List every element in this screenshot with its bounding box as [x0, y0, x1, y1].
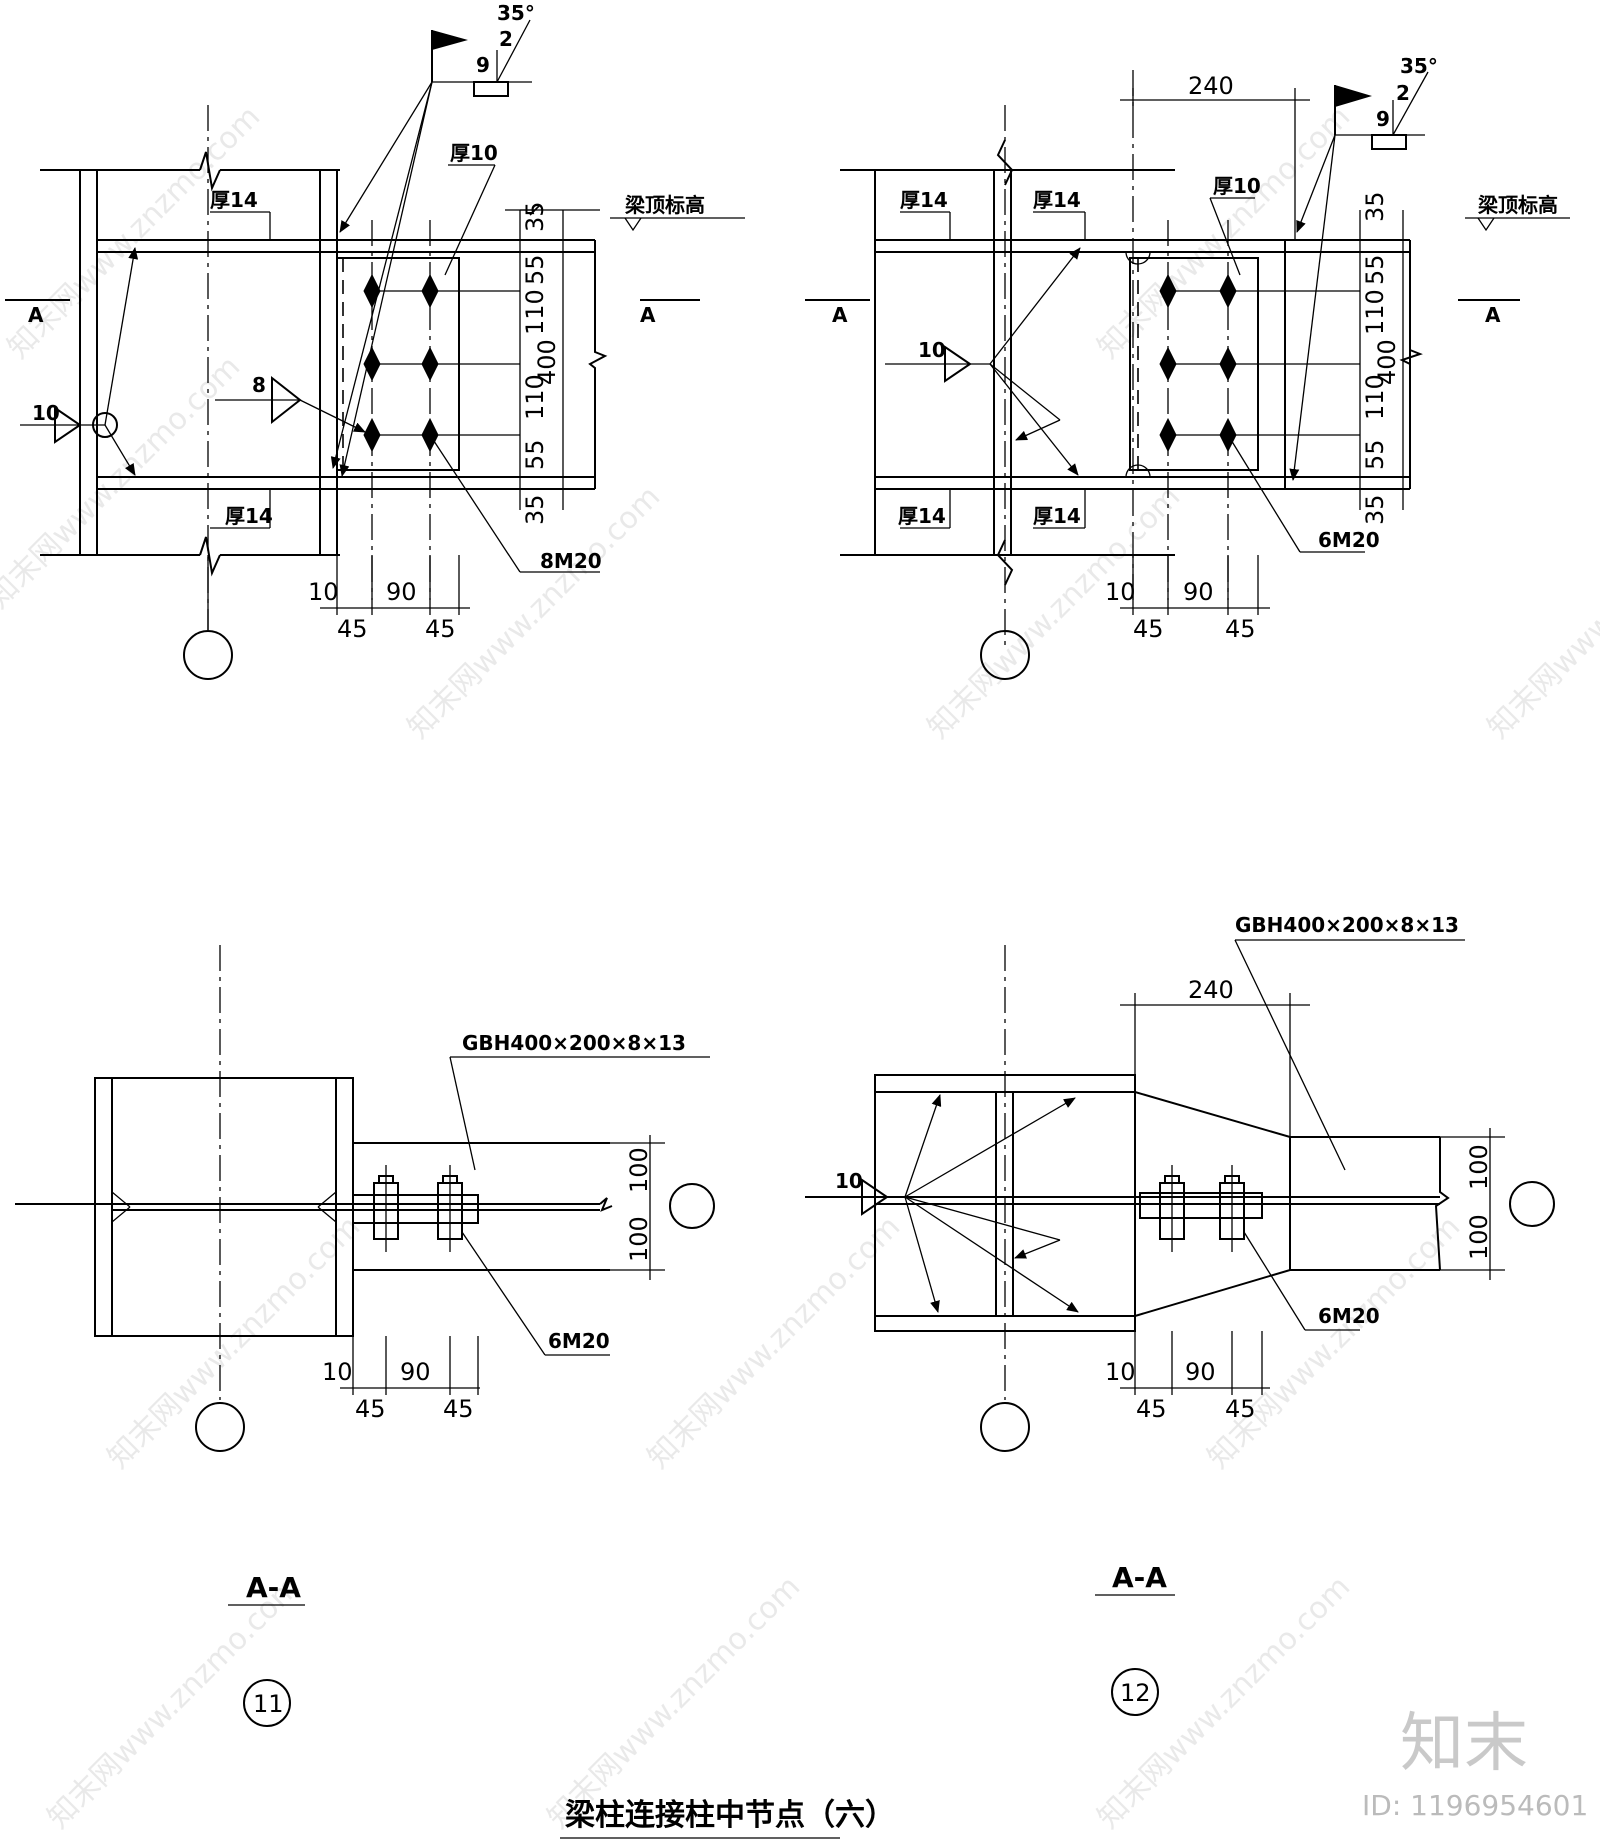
- weld-flag-size: 9: [476, 53, 490, 77]
- bolt-spec-label: 6M20: [548, 1329, 610, 1353]
- beam-top-elevation-label: 梁顶标高: [1477, 193, 1558, 217]
- dimension-label: 10: [1105, 578, 1136, 606]
- dimension-label: 100: [1465, 1144, 1493, 1190]
- dimension-label: 240: [1188, 72, 1234, 100]
- dimension-label: 35: [1361, 191, 1389, 222]
- thickness-label: 厚14: [1033, 504, 1081, 528]
- weld-size-label: 10: [32, 401, 60, 425]
- detail-11-plan: GBH400×200×8×13 6M20 100 100 10 90 45 45…: [15, 945, 715, 1727]
- thickness-label: 厚14: [1033, 188, 1081, 212]
- dimension-label: 10: [322, 1358, 353, 1386]
- beam-spec-label: GBH400×200×8×13: [462, 1031, 686, 1055]
- detail-12-elevation: 厚14 厚14 厚14 厚14 厚10 梁顶标高 A A 10 9 2 35° …: [805, 54, 1570, 680]
- thickness-label: 厚14: [900, 188, 948, 212]
- detail-12-plan: GBH400×200×8×13 6M20 10 240 100 100 10 9…: [805, 913, 1555, 1716]
- dimension-label: 45: [1133, 615, 1164, 643]
- dimension-label: 90: [400, 1358, 431, 1386]
- detail-number: 12: [1120, 1679, 1151, 1707]
- dimension-label: 45: [1225, 615, 1256, 643]
- dimension-label: 90: [386, 578, 417, 606]
- dimension-label: 110: [1361, 289, 1389, 335]
- thickness-label: 厚10: [1213, 174, 1261, 198]
- dimension-label: 110: [1361, 374, 1389, 420]
- weld-angle-label: 35°: [1400, 54, 1438, 78]
- watermark: 知末网www.znzmo.com: [101, 1209, 367, 1475]
- weld-size-label: 10: [835, 1169, 863, 1193]
- beam-spec-label: GBH400×200×8×13: [1235, 913, 1459, 937]
- dimension-label: 45: [425, 615, 456, 643]
- section-title: A-A: [1112, 1561, 1167, 1594]
- weld-angle-label: 35°: [497, 1, 535, 25]
- dimension-label: 55: [1361, 439, 1389, 470]
- thickness-label: 厚14: [898, 504, 946, 528]
- brand-id: ID: 1196954601: [1362, 1789, 1588, 1822]
- section-mark: A: [28, 303, 44, 327]
- dimension-label: 90: [1185, 1358, 1216, 1386]
- watermark: 知末网www.znzmo.com: [1481, 479, 1600, 745]
- watermark: 知末网www.znzmo.com: [1201, 1209, 1467, 1475]
- weld-flag-size: 9: [1376, 107, 1390, 131]
- dimension-label: 45: [337, 615, 368, 643]
- thickness-label: 厚14: [210, 188, 258, 212]
- section-mark: A: [832, 303, 848, 327]
- thickness-label: 厚10: [450, 141, 498, 165]
- dimension-label: 10: [308, 578, 339, 606]
- section-title: A-A: [246, 1571, 301, 1604]
- watermark: 知末网www.znzmo.com: [641, 1209, 907, 1475]
- dimension-label: 110: [521, 289, 549, 335]
- dimension-label: 110: [521, 374, 549, 420]
- dimension-label: 100: [625, 1147, 653, 1193]
- drawing-caption: 梁柱连接柱中节点（六）: [565, 1798, 895, 1833]
- dimension-label: 55: [1361, 254, 1389, 285]
- dimension-label: 35: [521, 201, 549, 232]
- bolt-spec-label: 6M20: [1318, 1304, 1380, 1328]
- weld-flag-number: 2: [1396, 81, 1410, 105]
- weld-size-label: 8: [252, 373, 266, 397]
- dimension-label: 35: [521, 494, 549, 525]
- dimension-total: 400: [533, 339, 561, 385]
- weld-flag-number: 2: [499, 27, 513, 51]
- dimension-label: 100: [625, 1216, 653, 1262]
- dimension-label: 45: [355, 1395, 386, 1423]
- dimension-label: 90: [1183, 578, 1214, 606]
- bolt-spec-label: 8M20: [540, 549, 602, 573]
- section-mark: A: [1485, 303, 1501, 327]
- dimension-label: 100: [1465, 1214, 1493, 1260]
- brand-logo: 知末: [1400, 1707, 1528, 1781]
- beam-top-elevation-label: 梁顶标高: [624, 193, 705, 217]
- dimension-label: 55: [521, 439, 549, 470]
- dimension-label: 240: [1188, 976, 1234, 1004]
- dimension-label: 35: [1361, 494, 1389, 525]
- dimension-label: 10: [1105, 1358, 1136, 1386]
- dimension-label: 45: [1136, 1395, 1167, 1423]
- dimension-label: 55: [521, 254, 549, 285]
- watermark: 知末网www.znzmo.com: [541, 1569, 807, 1835]
- dimension-total: 400: [1373, 339, 1401, 385]
- bolt-spec-label: 6M20: [1318, 528, 1380, 552]
- dimension-label: 45: [1225, 1395, 1256, 1423]
- thickness-label: 厚14: [225, 504, 273, 528]
- watermark: 知末网www.znzmo.com: [0, 349, 247, 615]
- detail-number: 11: [253, 1690, 284, 1718]
- section-mark: A: [640, 303, 656, 327]
- detail-11-elevation: 厚14 厚14 厚10 梁顶标高 A A 10 8 9 2 35° 8M20 3…: [5, 1, 745, 680]
- dimension-label: 45: [443, 1395, 474, 1423]
- weld-size-label: 10: [918, 338, 946, 362]
